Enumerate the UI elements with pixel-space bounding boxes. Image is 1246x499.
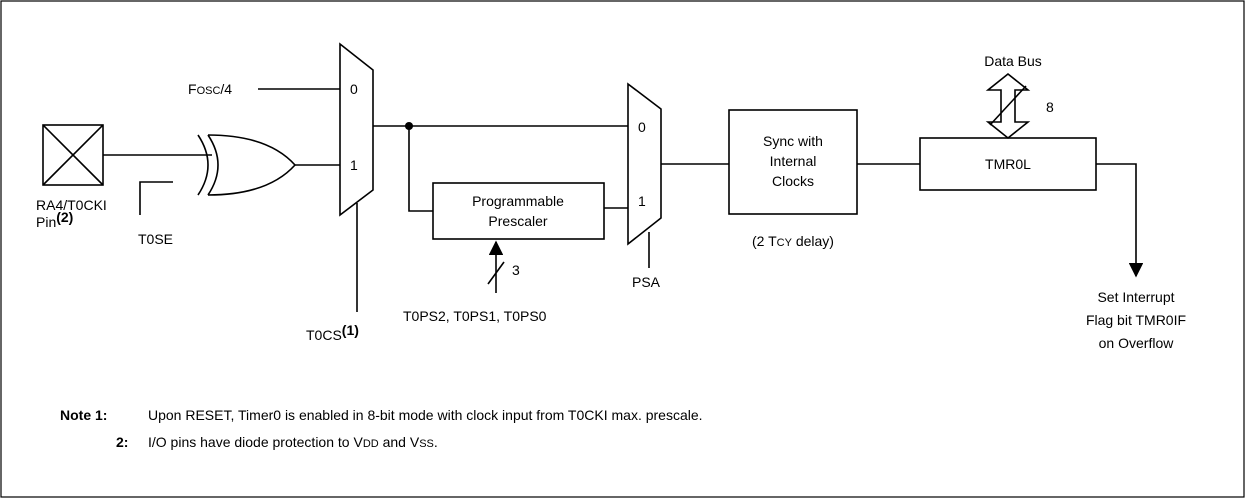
overflow-label-2: Flag bit TMR0IF [1086, 312, 1186, 328]
data-bus-label: Data Bus [984, 53, 1042, 69]
note-1-text: Upon RESET, Timer0 is enabled in 8-bit m… [148, 407, 703, 423]
t0ps-bus-slash [487, 261, 505, 285]
psa-label: PSA [632, 274, 661, 290]
t0ps-label: T0PS2, T0PS1, T0PS0 [403, 308, 547, 324]
prescaler-label-2: Prescaler [488, 213, 547, 229]
t0se-wire [139, 181, 173, 215]
sync-delay-label: (2 TCY delay) [752, 233, 834, 249]
sync-label-2: Internal [770, 153, 817, 169]
sync-box [728, 109, 858, 215]
mux2-in0: 0 [638, 119, 646, 135]
clock-source-mux [339, 42, 374, 217]
t0ps-bits: 3 [512, 262, 520, 278]
prescaler-label-1: Programmable [472, 193, 564, 209]
xor-gate-icon [197, 134, 297, 196]
note-2-text: I/O pins have diode protection to VDD an… [148, 434, 438, 450]
overflow-label-1: Set Interrupt [1097, 289, 1174, 305]
sync-label-1: Sync with [763, 133, 823, 149]
pin-label-2: Pin(2) [36, 209, 73, 230]
mux1-in0: 0 [350, 81, 358, 97]
pin-icon [42, 124, 104, 186]
data-bus-width: 8 [1046, 99, 1054, 115]
fosc-label: FOSC/4 [188, 81, 232, 97]
overflow-arrow [1096, 163, 1144, 278]
overflow-label-3: on Overflow [1099, 335, 1175, 351]
pin-label: RA4/T0CKI [36, 197, 107, 213]
branch-to-prescaler-wire [408, 126, 433, 212]
t0cs-label: T0CS(1) [306, 322, 359, 343]
note-1-label: Note 1: [60, 407, 107, 423]
data-bus-slash [989, 85, 1027, 126]
t0se-label: T0SE [138, 231, 173, 247]
prescaler-assign-mux [627, 82, 662, 246]
prescaler-box [432, 182, 605, 240]
mux2-in1: 1 [638, 193, 646, 209]
note-2-label: 2: [116, 434, 128, 450]
sync-label-3: Clocks [772, 173, 814, 189]
mux1-in1: 1 [350, 157, 358, 173]
tmr0l-label: TMR0L [985, 156, 1031, 172]
